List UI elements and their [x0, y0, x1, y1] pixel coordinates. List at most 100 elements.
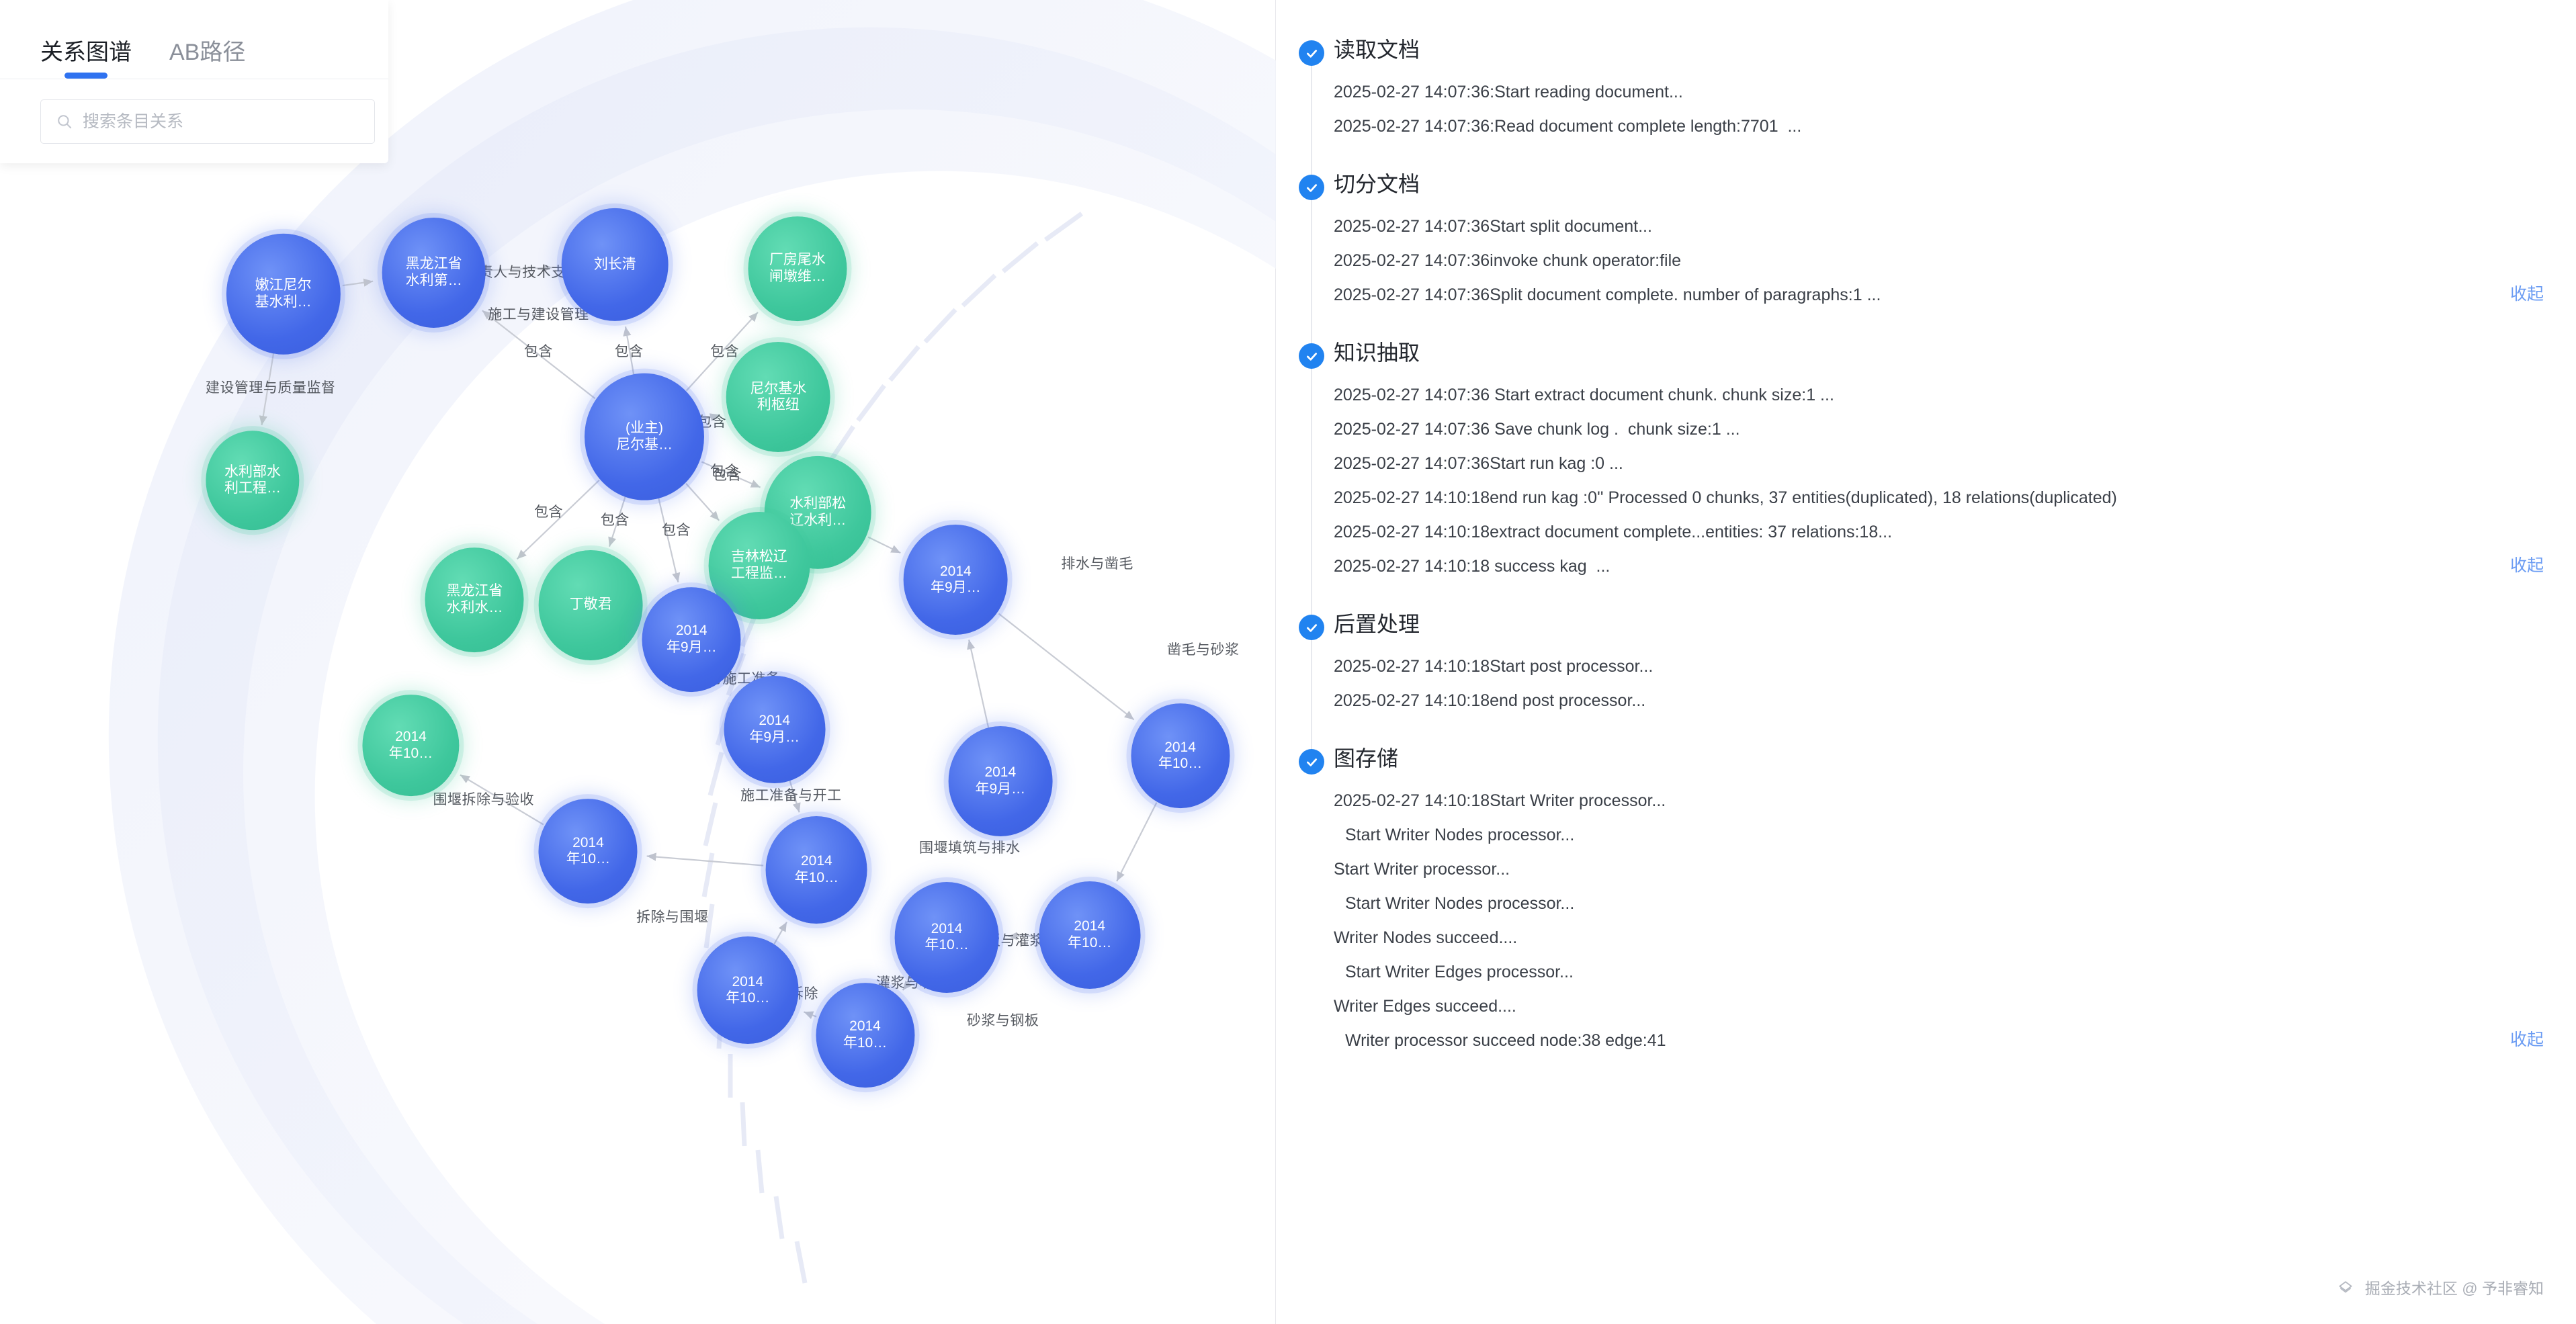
- log-line: 2025-02-27 14:10:18end run kag :0'' Proc…: [1334, 488, 2117, 507]
- graph-controls-card: 关系图谱 AB路径: [0, 0, 388, 163]
- graph-edge-label: 包含: [523, 344, 553, 360]
- watermark-text: 掘金技术社区 @ 予非睿知: [2364, 1280, 2544, 1297]
- graph-edge-label: 凿毛与砂浆: [1167, 642, 1240, 658]
- search-input[interactable]: [41, 100, 374, 143]
- tab-relation-graph[interactable]: 关系图谱: [40, 41, 132, 79]
- collapse-link[interactable]: 收起: [2509, 556, 2544, 575]
- graph-node[interactable]: 刘长清: [561, 208, 669, 322]
- graph-edge-label: 围堰拆除与验收: [433, 791, 534, 807]
- graph-edge: [1116, 802, 1158, 882]
- log-line: Writer Nodes succeed....: [1334, 928, 1518, 947]
- search-box[interactable]: [40, 99, 375, 144]
- graph-edge: [342, 278, 374, 287]
- log-line: 2025-02-27 14:07:36:Start reading docume…: [1334, 83, 1683, 101]
- log-line: 2025-02-27 14:10:18Start Writer processo…: [1334, 791, 1666, 810]
- log-line: 2025-02-27 14:07:36Split document comple…: [1334, 285, 2544, 304]
- graph-node-label: 水利部水利工程…: [224, 464, 281, 496]
- log-line: 2025-02-27 14:07:36:Read document comple…: [1334, 117, 1802, 136]
- graph-edge-label: 施工准备与开工: [740, 787, 842, 803]
- graph-node[interactable]: 尼尔基水利枢纽: [726, 342, 830, 453]
- graph-node-label: 黑龙江省水利第…: [405, 256, 462, 289]
- check-icon: [1306, 623, 1317, 632]
- tab-ab-path[interactable]: AB路径: [169, 40, 246, 65]
- graph-node[interactable]: 黑龙江省水利水…: [425, 547, 524, 652]
- stage-status-check-icon: [1299, 175, 1324, 200]
- graph-edge-label: 排水与凿毛: [1061, 556, 1133, 572]
- graph-edge: [967, 639, 990, 728]
- graph-edge-label: 包含: [661, 523, 691, 539]
- stage-spacer: [1334, 315, 2576, 337]
- stage-title: 图存储: [1334, 746, 1399, 770]
- graph-node[interactable]: 丁敬君: [538, 549, 643, 660]
- stage-connector-rail: [1311, 631, 1312, 758]
- graph-node[interactable]: 黑龙江省水利第…: [382, 217, 486, 328]
- graph-node[interactable]: 水利部水利工程…: [206, 431, 300, 531]
- graph-node[interactable]: (业主)尼尔基…: [584, 373, 704, 500]
- pipeline-log-panel: 读取文档 2025-02-27 14:07:36:Start reading do…: [1276, 0, 2576, 1324]
- log-line: 2025-02-27 14:07:36Start split document.…: [1334, 217, 1652, 236]
- graph-edge-label: 包含: [534, 504, 564, 520]
- stage-status-check-icon: [1299, 615, 1324, 640]
- log-line: 2025-02-27 14:10:18end post processor...: [1334, 691, 1646, 710]
- graph-edge-label: 包含: [614, 344, 644, 360]
- log-line: Writer processor succeed node:38 edge:41…: [1340, 1030, 2544, 1050]
- graph-edge-label: 包含: [600, 512, 630, 528]
- stage-status-check-icon: [1299, 343, 1324, 369]
- check-icon: [1306, 352, 1317, 361]
- graph-node-label: 黑龙江省水利水…: [446, 583, 503, 615]
- graph-edge: [998, 613, 1135, 721]
- log-line: 2025-02-27 14:07:36 Save chunk log . chu…: [1334, 420, 1740, 439]
- graph-edge-label: 围堰填筑与排水: [918, 840, 1021, 856]
- stage-spacer: [1334, 721, 2576, 742]
- graph-node-label: (业主)尼尔基…: [615, 420, 673, 453]
- tab-strip: 关系图谱 AB路径: [0, 0, 388, 79]
- log-line: Writer Edges succeed....: [1334, 997, 1516, 1016]
- log-line: 2025-02-27 14:10:18 success kag ...收起: [1334, 556, 2544, 576]
- relation-graph-panel: 施工与建设管理技术负责人与技术支持建设管理与质量监督包含包含包含包含包含包含包含…: [0, 0, 1276, 1324]
- collapse-link[interactable]: 收起: [2509, 1030, 2544, 1049]
- graph-node-label: 厂房尾水闸墩维…: [769, 252, 826, 285]
- stage-spacer: [1334, 586, 2576, 608]
- log-line: Start Writer Nodes processor...: [1340, 894, 1575, 913]
- collapse-link[interactable]: 收起: [2509, 285, 2544, 304]
- graph-edge: [803, 1011, 817, 1020]
- graph-node-label: 刘长清: [593, 256, 636, 272]
- graph-edges: [259, 263, 1158, 1020]
- graph-node-label: 吉林松辽工程监…: [730, 548, 787, 581]
- graph-edge: [658, 497, 681, 582]
- pipeline-stage: 图存储 2025-02-27 14:10:18Start Writer proce…: [1292, 746, 2576, 1086]
- graph-node-label: 丁敬君: [569, 597, 612, 613]
- graph-node[interactable]: 嫩江尼尔基水利…: [226, 233, 341, 355]
- graph-edge-label: 施工与建设管理: [488, 307, 589, 323]
- stage-connector-rail: [1311, 191, 1312, 353]
- stage-title: 读取文档: [1334, 38, 1420, 62]
- graph-node-label: 尼尔基水利枢纽: [750, 380, 807, 413]
- graph-node[interactable]: 厂房尾水闸墩维…: [748, 216, 847, 322]
- stage-status-check-icon: [1299, 749, 1324, 775]
- stage-connector-rail: [1311, 359, 1312, 624]
- log-line: Start Writer processor...: [1334, 860, 1510, 879]
